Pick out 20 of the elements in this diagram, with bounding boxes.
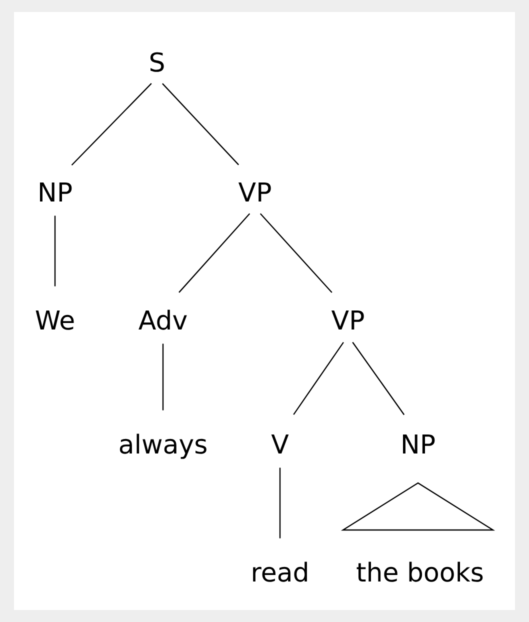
tree-branch bbox=[178, 213, 250, 293]
tree-branch bbox=[352, 342, 405, 416]
tree-label: We bbox=[36, 310, 74, 330]
tree-label: VP bbox=[238, 182, 271, 202]
tree-branch bbox=[279, 468, 281, 538]
tree-label: read bbox=[253, 562, 307, 582]
tree-branch bbox=[293, 342, 344, 415]
tree-branch bbox=[162, 344, 164, 410]
tree-branch bbox=[162, 83, 240, 166]
tree-label: V bbox=[271, 434, 289, 454]
tree-label: NP bbox=[40, 182, 72, 202]
tree-label: always bbox=[120, 434, 206, 459]
tree-label: NP bbox=[403, 434, 435, 454]
tree-label: S bbox=[150, 52, 164, 72]
tree-label: VP bbox=[331, 310, 364, 330]
tree-label: Adv bbox=[138, 310, 187, 330]
tree-branch bbox=[260, 213, 332, 293]
tree-branch bbox=[54, 216, 56, 286]
tree-label: the books bbox=[356, 562, 483, 582]
tree-branch bbox=[71, 83, 152, 166]
